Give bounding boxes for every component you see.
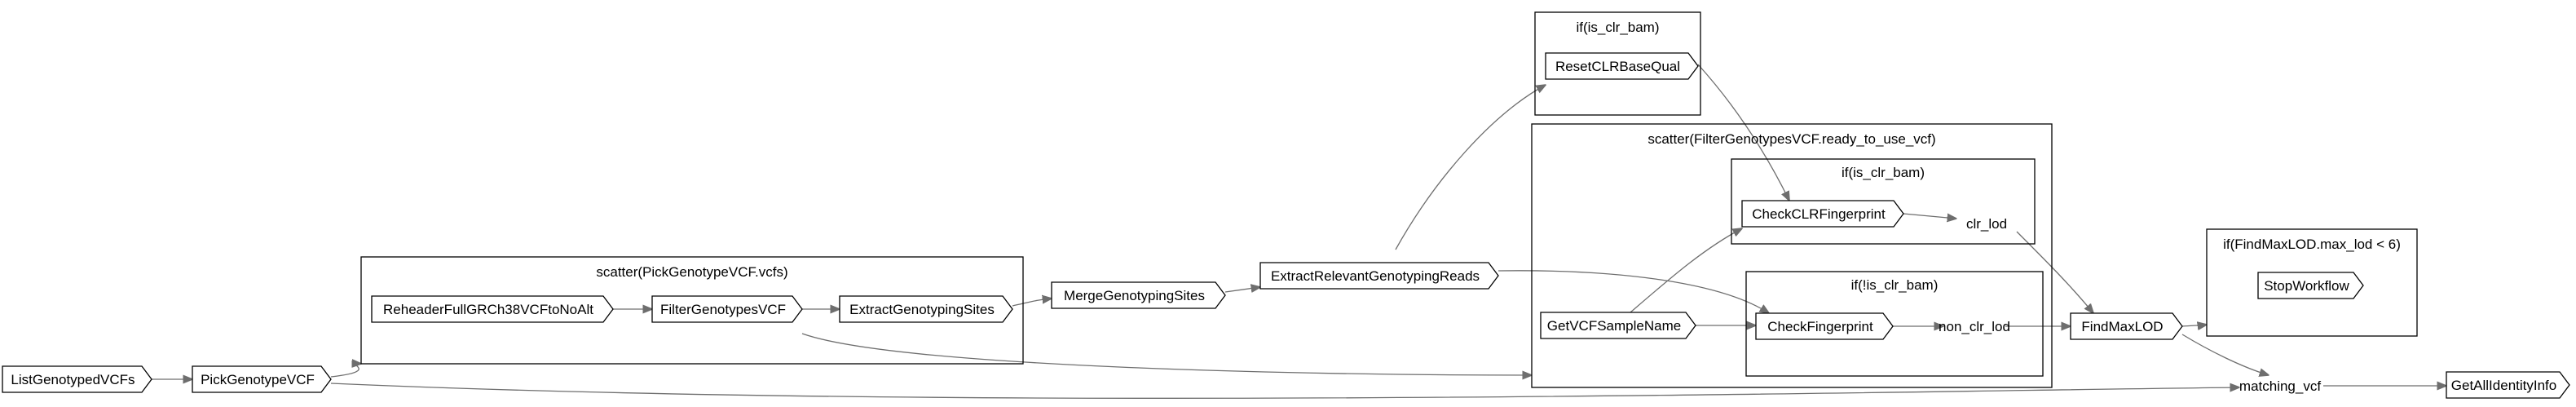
task-shape — [192, 365, 332, 393]
cluster-scatter-filtergenotypesvcf-ready-to-use-vcf-2: scatter(FilterGenotypesVCF.ready_to_use_… — [1531, 123, 2053, 388]
clusters-layer: scatter(PickGenotypeVCF.vcfs) if(is_clr_b… — [360, 11, 2418, 388]
cluster-label: scatter(PickGenotypeVCF.vcfs) — [596, 264, 787, 280]
edge-pick-to-matching — [330, 383, 2239, 399]
task-node-findmaxlod[interactable]: FindMaxLOD — [2070, 312, 2183, 340]
task-node-extractgenotypingsites[interactable]: ExtractGenotypingSites — [839, 295, 1013, 323]
cluster-box — [1531, 123, 2053, 388]
task-label: ExtractRelevantGenotypingReads — [1271, 268, 1480, 284]
task-shape — [371, 295, 614, 323]
task-label: CheckCLRFingerprint — [1752, 206, 1886, 222]
task-label: ExtractGenotypingSites — [849, 302, 995, 317]
cluster-box — [2206, 228, 2418, 337]
cluster-scatter-pickgenotypevcf-vcfs-0: scatter(PickGenotypeVCF.vcfs) — [360, 256, 1024, 365]
edge-reset-to-checkclr — [1697, 64, 1789, 201]
edge-maxlod-to-matching — [2181, 334, 2269, 375]
task-label: FindMaxLOD — [2081, 319, 2163, 334]
task-shape — [1741, 200, 1904, 228]
edge-sample-to-checkclr — [1630, 228, 1742, 313]
task-shape — [2257, 272, 2364, 299]
task-node-checkfingerprint[interactable]: CheckFingerprint — [1755, 312, 1894, 340]
task-shape — [651, 295, 803, 323]
task-node-stopworkflow[interactable]: StopWorkflow — [2257, 272, 2364, 299]
task-label: StopWorkflow — [2264, 278, 2349, 294]
cluster-label: scatter(FilterGenotypesVCF.ready_to_use_… — [1647, 131, 1935, 147]
cluster-label: if(is_clr_bam) — [1576, 20, 1659, 35]
task-shape — [2, 365, 152, 393]
task-node-pickgenotypevcf[interactable]: PickGenotypeVCF — [192, 365, 332, 393]
edge-relevant-to-check — [1498, 270, 1769, 313]
cluster-if-findmaxlod-max-lod-6-5: if(FindMaxLOD.max_lod < 6) — [2206, 228, 2418, 337]
cluster-label: if(!is_clr_bam) — [1851, 277, 1939, 293]
cluster-box — [1534, 11, 1701, 116]
task-shape — [1259, 262, 1499, 290]
cluster-box — [1745, 271, 2044, 377]
edge-relevant-to-reset — [1395, 85, 1546, 250]
task-shape — [1540, 312, 1696, 339]
task-label: MergeGenotypingSites — [1064, 288, 1205, 303]
task-shape — [839, 295, 1013, 323]
edge-clr_lod-to-maxlod — [2016, 231, 2093, 313]
task-node-filtergenotypesvcf[interactable]: FilterGenotypesVCF — [651, 295, 803, 323]
edge-pick-to-scatter_pick — [330, 364, 361, 378]
task-node-reheaderfullgrch38vcftonoalt[interactable]: ReheaderFullGRCh38VCFtoNoAlt — [371, 295, 614, 323]
task-node-checkclrfingerprint[interactable]: CheckCLRFingerprint — [1741, 200, 1904, 228]
cluster-label: if(is_clr_bam) — [1842, 165, 1925, 180]
task-shape — [1545, 52, 1699, 80]
variable-non-clr-lod: non_clr_lod — [1939, 319, 2010, 334]
edge-extract-to-merge — [1012, 299, 1052, 307]
task-label: FilterGenotypesVCF — [660, 302, 786, 317]
task-label: GetVCFSampleName — [1547, 318, 1681, 334]
cluster-if-is-clr-bam-1: if(is_clr_bam) — [1534, 11, 1701, 116]
task-label: ListGenotypedVCFs — [11, 372, 135, 387]
task-label: ResetCLRBaseQual — [1555, 59, 1680, 74]
task-node-listgenotypedvcfs[interactable]: ListGenotypedVCFs — [2, 365, 152, 393]
task-node-resetclrbasequal[interactable]: ResetCLRBaseQual — [1545, 52, 1699, 80]
cluster-if-is-clr-bam-3: if(is_clr_bam) — [1731, 158, 2036, 245]
cluster-box — [360, 256, 1024, 365]
task-shape — [1755, 312, 1894, 340]
task-label: CheckFingerprint — [1767, 319, 1873, 334]
cluster-box — [1731, 158, 2036, 245]
edges-layer — [152, 64, 2446, 399]
edge-checkclr-to-clr_lod — [1903, 214, 1956, 219]
cluster-if-is-clr-bam-4: if(!is_clr_bam) — [1745, 271, 2044, 377]
task-shape — [2446, 371, 2570, 399]
task-shape — [2070, 312, 2183, 340]
edge-merge-to-relevant — [1224, 287, 1260, 292]
task-node-mergegenotypingsites[interactable]: MergeGenotypingSites — [1051, 281, 1226, 309]
task-shape — [1051, 281, 1226, 309]
task-node-extractrelevantgenotypingreads[interactable]: ExtractRelevantGenotypingReads — [1259, 262, 1499, 290]
variable-clr-lod: clr_lod — [1966, 216, 2007, 232]
edge-filter-to-scatter_filter — [801, 333, 1532, 375]
task-label: GetAllIdentityInfo — [2451, 378, 2556, 393]
task-node-getallidentityinfo[interactable]: GetAllIdentityInfo — [2446, 371, 2570, 399]
task-label: PickGenotypeVCF — [201, 372, 315, 387]
task-node-getvcfsamplename[interactable]: GetVCFSampleName — [1540, 312, 1696, 339]
variable-matching-vcf: matching_vcf — [2239, 378, 2321, 394]
cluster-label: if(FindMaxLOD.max_lod < 6) — [2223, 237, 2401, 252]
nodes-layer: ListGenotypedVCFs PickGenotypeVCF Reheader… — [2, 52, 2570, 399]
edge-maxlod-to-if_maxlod — [2181, 325, 2207, 326]
task-label: ReheaderFullGRCh38VCFtoNoAlt — [383, 302, 593, 317]
